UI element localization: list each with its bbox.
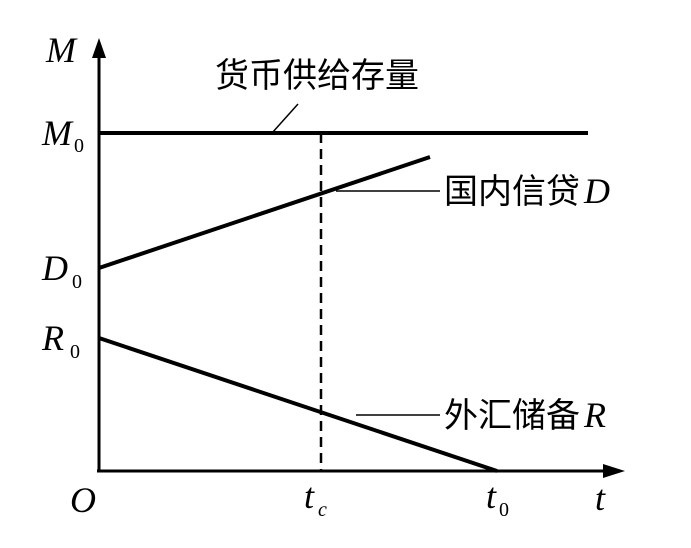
domestic-credit-label: 国内信贷 D xyxy=(444,171,610,212)
fx-reserves-symbol: R xyxy=(583,395,606,435)
money-supply-leader xyxy=(271,103,299,134)
tick-t0-sub: 0 xyxy=(499,499,509,521)
origin-label: O xyxy=(70,480,96,520)
tick-r0-sub: 0 xyxy=(70,341,80,363)
tick-label-tc: t c xyxy=(304,476,327,521)
domestic-credit-text: 国内信贷 xyxy=(444,172,580,212)
fx-reserves-line xyxy=(98,336,498,473)
tick-m0-sub: 0 xyxy=(74,135,84,157)
domestic-credit-line xyxy=(98,155,431,270)
tick-label-t0: t 0 xyxy=(486,476,509,521)
domestic-credit-symbol: D xyxy=(583,171,610,211)
tick-label-m0: M 0 xyxy=(41,113,84,157)
tick-m0-main: M xyxy=(41,113,74,153)
money-supply-label: 货币供给存量 xyxy=(215,56,419,96)
y-axis-label: M xyxy=(45,30,78,70)
tick-d0-main: D xyxy=(41,248,68,288)
tick-tc-main: t xyxy=(304,476,315,516)
x-axis-arrow xyxy=(603,464,625,478)
tick-tc-sub: c xyxy=(318,499,327,521)
tick-t0-main: t xyxy=(486,476,497,516)
fx-reserves-label: 外汇储备 R xyxy=(444,395,606,436)
tick-label-r0: R 0 xyxy=(41,318,80,363)
y-axis-arrow xyxy=(92,38,106,58)
tick-label-d0: D 0 xyxy=(41,248,82,293)
fx-reserves-text: 外汇储备 xyxy=(444,396,580,436)
tick-d0-sub: 0 xyxy=(72,271,82,293)
x-axis-label: t xyxy=(595,478,606,518)
tick-r0-main: R xyxy=(41,318,64,358)
